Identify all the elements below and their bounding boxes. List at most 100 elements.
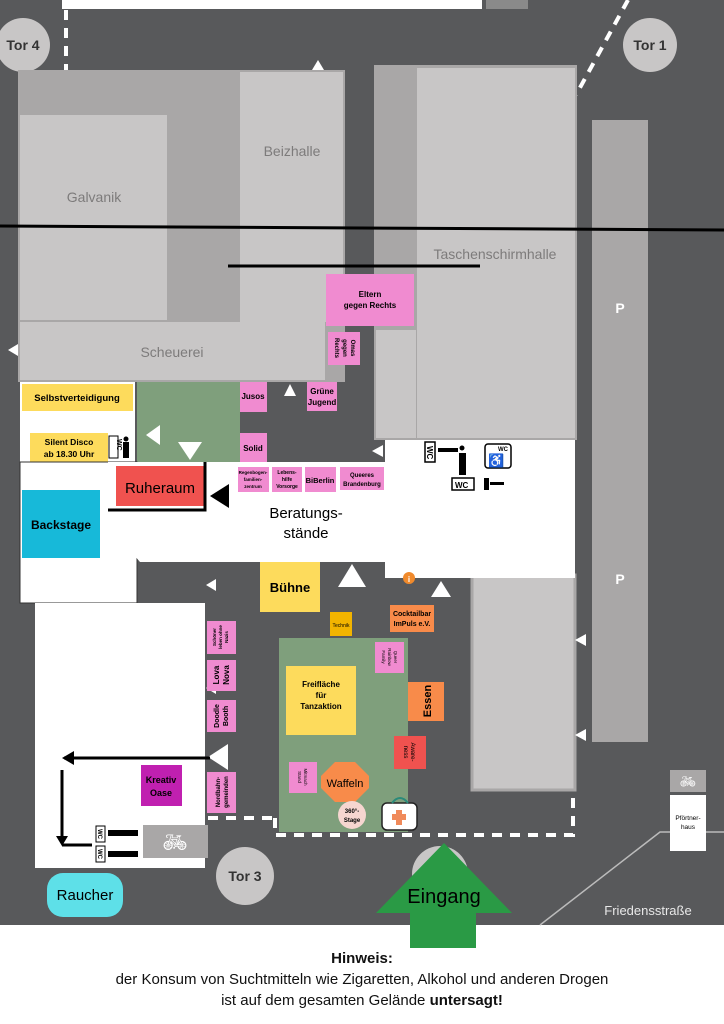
building-pfoertnerhaus: Pförtner-haus (670, 795, 706, 851)
info-icon[interactable]: i (403, 572, 415, 584)
parking-label: P (615, 571, 624, 587)
top-white-area (62, 0, 482, 9)
stand-label: Vorsorge (276, 484, 298, 490)
stand-label: Rechts (333, 338, 339, 359)
area-technik: Technik (330, 612, 352, 636)
stand-label: Lebens- (277, 470, 297, 476)
stand-label: hilfe (282, 477, 292, 483)
beratungsstaende-label: stände (283, 525, 328, 542)
area-label: Cocktailbar (393, 611, 431, 618)
entrance-arrow[interactable]: Eingang (376, 843, 512, 948)
area-label: Aware- (409, 743, 415, 762)
beratungsstaende-label: Beratungs- (269, 505, 342, 522)
area-raucher: Raucher (47, 873, 123, 917)
fence-lines (64, 0, 630, 837)
stand-label: Family (381, 650, 386, 664)
building-label-beizhalle: Beizhalle (264, 143, 321, 159)
stand-label: Nova (222, 665, 231, 685)
stand-label: Brandenburg (343, 482, 381, 488)
parking-strip: P P (592, 120, 648, 742)
stand-label: Jugend (308, 398, 337, 407)
stand-label: Lova (212, 665, 221, 684)
stand-label: Regenbogen- (239, 470, 268, 475)
gate-tor-4: Tor 4 (0, 18, 50, 72)
svg-text:🚲︎: 🚲︎ (162, 832, 187, 854)
wc-icons: WC WC♿ WC (424, 441, 512, 491)
stand-label: Schöner (212, 628, 217, 646)
gate-tor-3: Tor 3 (216, 847, 274, 905)
area-waffeln: Waffeln (321, 762, 369, 802)
area-label: Bühne (270, 580, 310, 595)
parking-label: P (615, 300, 624, 316)
notice-emphasis: untersagt! (429, 992, 503, 1009)
building-label-galvanik: Galvanik (67, 189, 122, 205)
stand-label: Solid (243, 444, 263, 453)
area-label: 360°- (345, 809, 359, 815)
arrow-left-black (210, 484, 229, 508)
area-ruheraum: Ruheraum (116, 466, 205, 506)
stand-label: Queeres (350, 473, 375, 479)
area-label: Oase (150, 788, 172, 798)
wheelchair-icon: ♿ (488, 453, 504, 468)
area-label: Selbstverteidigung (34, 393, 120, 404)
area-label: ab 18.30 Uhr (44, 449, 95, 459)
entrance-label: Eingang (407, 886, 480, 908)
wc-label: WC (425, 446, 434, 460)
stand-label: leben ohne (218, 625, 223, 649)
notice-title: Hinweis: (331, 950, 393, 967)
building-label-taschenschirmhalle: Taschenschirmhalle (434, 246, 557, 262)
stand-label: Grüne (310, 387, 334, 396)
area-selbstverteidigung: Selbstverteidigung (22, 384, 133, 411)
notice-line-2-text: ist auf dem gesamten Gelände (221, 992, 430, 1009)
building-taschenschirmhalle: Taschenschirmhalle (374, 65, 577, 440)
arrowhead (62, 751, 74, 765)
stand-label: Jusos (241, 392, 265, 401)
svg-text:🚲︎: 🚲︎ (680, 774, 697, 789)
wc-label: WC (455, 481, 469, 490)
stand-label: Mitmach (303, 768, 308, 785)
area-360-stage: 360°-Stage (338, 801, 366, 829)
stand-label: Stand (297, 771, 302, 783)
top-block (486, 0, 528, 9)
area-label: Ruheraum (125, 480, 195, 497)
stand-label: zentrum (244, 484, 262, 489)
wc-icons-lower: WC WC (95, 825, 138, 863)
arrowhead (56, 836, 68, 846)
notice-line-2: ist auf dem gesamten Gelände untersagt! (0, 990, 724, 1011)
wc-label: WC (96, 849, 102, 860)
gate-label: Tor 4 (6, 37, 39, 53)
area-awareness: Aware-ness (394, 736, 426, 769)
stand-label: Rainbow (387, 648, 392, 666)
stand-solid: Solid (240, 433, 267, 462)
area-label: Waffeln (327, 778, 364, 790)
area-label: für (316, 691, 327, 700)
first-aid-icon (381, 797, 418, 831)
wc-icon: WC (108, 435, 129, 459)
building-label: haus (681, 824, 696, 831)
stand-label: familien- (244, 477, 263, 482)
stand-nordbahngemeinden: Nordbahn-gemeinden (207, 772, 236, 813)
stand-label: Eltern (359, 290, 382, 299)
barrier-line (108, 462, 207, 512)
building-right-lower (470, 573, 577, 792)
stand-label: Queer (393, 651, 398, 664)
stand-label: Nazis (224, 631, 229, 643)
wc-label: WC (96, 829, 102, 840)
stand-label: gemeinden (224, 776, 230, 808)
area-essen: Essen (408, 682, 444, 721)
street-label: Friedensstraße (604, 903, 691, 918)
stand-label: Booth (223, 706, 230, 726)
area-label: Backstage (31, 518, 91, 532)
wc-label: WC (498, 447, 509, 453)
